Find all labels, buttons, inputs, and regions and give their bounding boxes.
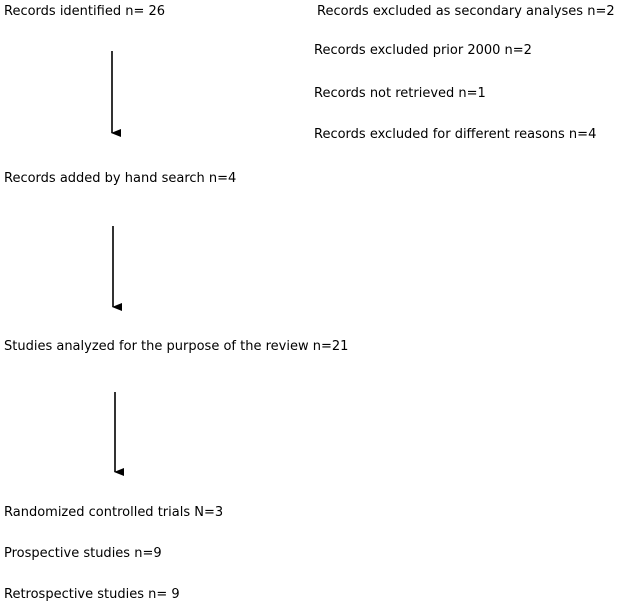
retrospective-label: Retrospective studies n= 9 [4,587,180,602]
excluded-prior-2000-label: Records excluded prior 2000 n=2 [314,43,532,58]
excluded-secondary-label: Records excluded as secondary analyses n… [317,4,615,19]
studies-analyzed-label: Studies analyzed for the purpose of the … [4,339,349,354]
records-identified-label: Records identified n= 26 [4,4,166,19]
prospective-label: Prospective studies n=9 [4,546,162,561]
rct-label: Randomized controlled trials N=3 [4,505,224,520]
excluded-different-reasons-label: Records excluded for different reasons n… [314,127,597,142]
hand-search-label: Records added by hand search n=4 [4,171,237,186]
not-retrieved-label: Records not retrieved n=1 [314,86,486,101]
